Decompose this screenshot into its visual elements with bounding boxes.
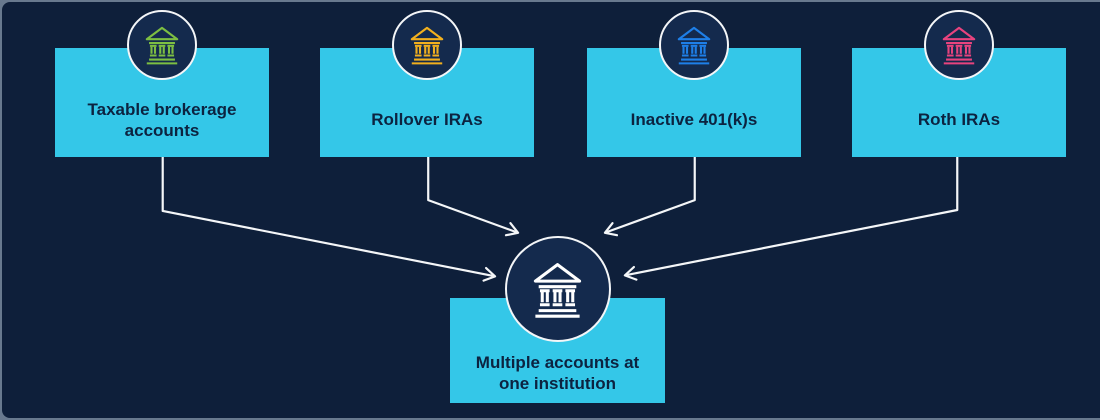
bank-icon-circle (659, 10, 729, 80)
node-taxable-brokerage: Taxable brokerage accounts (55, 10, 269, 157)
node-label: Roth IRAs (917, 110, 1001, 129)
node-rollover-iras: Rollover IRAs (320, 10, 534, 157)
bank-icon (527, 259, 588, 320)
node-roth-iras: Roth IRAs (852, 10, 1066, 157)
bank-icon-circle (504, 236, 611, 342)
bank-icon (406, 24, 448, 66)
arrow-401k-to-target (603, 155, 696, 237)
bank-icon (673, 24, 715, 66)
bank-icon-circle (127, 10, 197, 80)
node-label: Rollover IRAs (371, 110, 483, 129)
bank-icon (938, 24, 980, 66)
bank-icon (141, 24, 183, 66)
bank-icon-circle (924, 10, 994, 80)
node-label: Multiple accounts at one institution (475, 352, 640, 393)
arrow-taxable-to-target (161, 155, 497, 282)
node-multiple-accounts: Multiple accounts at one institution (450, 236, 665, 403)
node-inactive-401ks: Inactive 401(k)s (587, 10, 801, 157)
node-label: Inactive 401(k)s (630, 110, 758, 129)
arrow-roth-to-target (623, 155, 959, 281)
node-label: Taxable brokerage accounts (87, 99, 237, 140)
bank-icon-circle (392, 10, 462, 80)
arrow-rollover-to-target (427, 155, 520, 237)
